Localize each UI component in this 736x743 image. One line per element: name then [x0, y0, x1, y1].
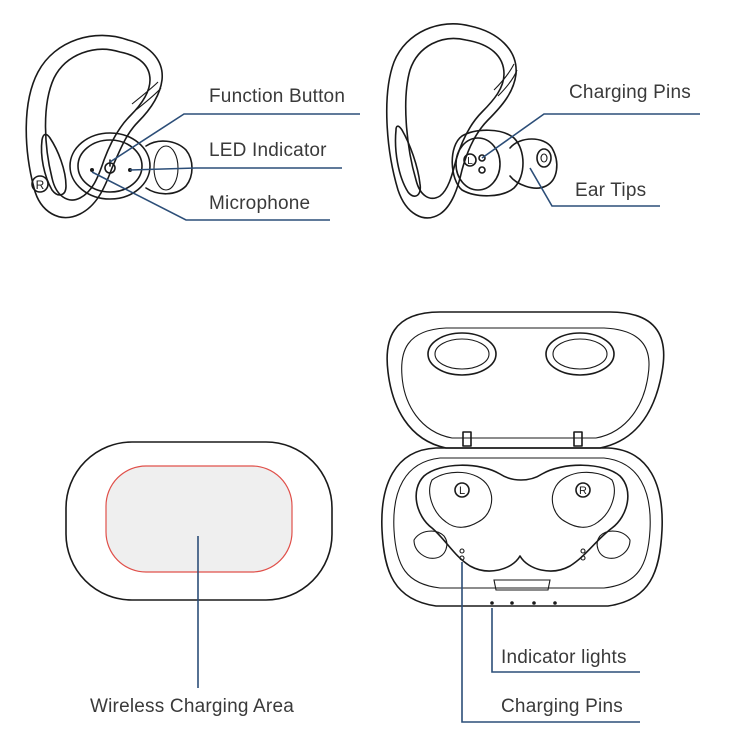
- hinge-right: [573, 431, 583, 447]
- case-base-inner: [393, 457, 651, 589]
- hook-stripe: [131, 81, 162, 111]
- indicator-light-1: [490, 601, 494, 605]
- leader-charging-pins-earbud: [481, 113, 700, 159]
- case-right-badge-letter: R: [579, 485, 587, 497]
- leader-indicator-lights: [491, 608, 640, 673]
- wireless-charging-area: [105, 465, 293, 573]
- earbud-front-view: R: [25, 34, 193, 219]
- case-right-badge: [575, 482, 591, 498]
- ear-hook-loop-2: [394, 125, 422, 197]
- left-tip-in-case: [413, 530, 448, 559]
- indicator-light-2: [510, 601, 514, 605]
- ear-tip-opening: [536, 148, 552, 168]
- earbud-nozzle: [145, 140, 193, 195]
- lid-cup-right: [545, 332, 615, 376]
- case-bottom-view: [65, 441, 333, 601]
- label-indicator-lights: Indicator lights: [501, 647, 627, 668]
- hook-stripe-2: [493, 63, 518, 97]
- label-ear-tips: Ear Tips: [575, 180, 647, 201]
- leader-microphone: [91, 171, 330, 221]
- case-pin-left-2: [459, 555, 465, 561]
- label-function-button: Function Button: [209, 86, 346, 107]
- lid-cup-left: [427, 332, 497, 376]
- ear-hook-outer-2: [385, 22, 517, 219]
- case-left-badge-letter: L: [459, 485, 465, 497]
- right-badge: [31, 175, 49, 193]
- leader-led-indicator: [129, 167, 342, 171]
- case-left-badge: [454, 482, 470, 498]
- earbud-back-face: [455, 137, 501, 191]
- leader-function-button: [109, 113, 360, 163]
- ear-hook-inner: [44, 48, 151, 201]
- ear-tip-hole: [540, 153, 548, 163]
- case-pin-left-1: [459, 548, 465, 554]
- case-bottom-outline: [65, 441, 333, 601]
- indicator-light-3: [532, 601, 536, 605]
- hinge-left: [462, 431, 472, 447]
- lid-cup-left-inner: [434, 338, 490, 370]
- case-pin-right-2: [580, 555, 586, 561]
- label-microphone: Microphone: [209, 193, 311, 214]
- earbud-charging-pin-2: [478, 166, 486, 174]
- earbud-back-view: L: [385, 22, 558, 219]
- left-badge: [463, 153, 477, 167]
- earbud-charging-pin-1: [478, 154, 486, 162]
- leader-ear-tips: [529, 167, 660, 207]
- case-front-notch: [493, 579, 551, 591]
- ear-tip: [509, 138, 558, 189]
- earbud-face: [77, 139, 143, 193]
- right-tip-in-case: [596, 530, 631, 559]
- earbud-body-2: [451, 129, 524, 197]
- led-dot: [90, 168, 94, 172]
- indicator-light-4: [553, 601, 557, 605]
- case-pin-right-1: [580, 548, 586, 554]
- right-earbud-in-case: [551, 471, 615, 528]
- case-lid-rim: [401, 327, 650, 439]
- label-charging-pins-case: Charging Pins: [501, 696, 623, 717]
- left-earbud-in-case: [429, 471, 493, 528]
- label-led-indicator: LED Indicator: [209, 140, 327, 161]
- leader-charging-pins-case: [461, 562, 640, 723]
- left-badge-letter: L: [467, 156, 473, 167]
- right-badge-letter: R: [36, 178, 45, 192]
- ear-hook-loop: [40, 133, 67, 196]
- label-charging-pins-earbud: Charging Pins: [569, 82, 691, 103]
- ear-hook-outer: [25, 34, 163, 219]
- earbud-cavity: [415, 464, 629, 572]
- earbud-body: [69, 132, 151, 200]
- label-wireless-charging-area: Wireless Charging Area: [90, 696, 294, 717]
- case-open-view: L R: [381, 311, 665, 607]
- lid-cup-right-inner: [552, 338, 608, 370]
- case-base: [381, 447, 663, 607]
